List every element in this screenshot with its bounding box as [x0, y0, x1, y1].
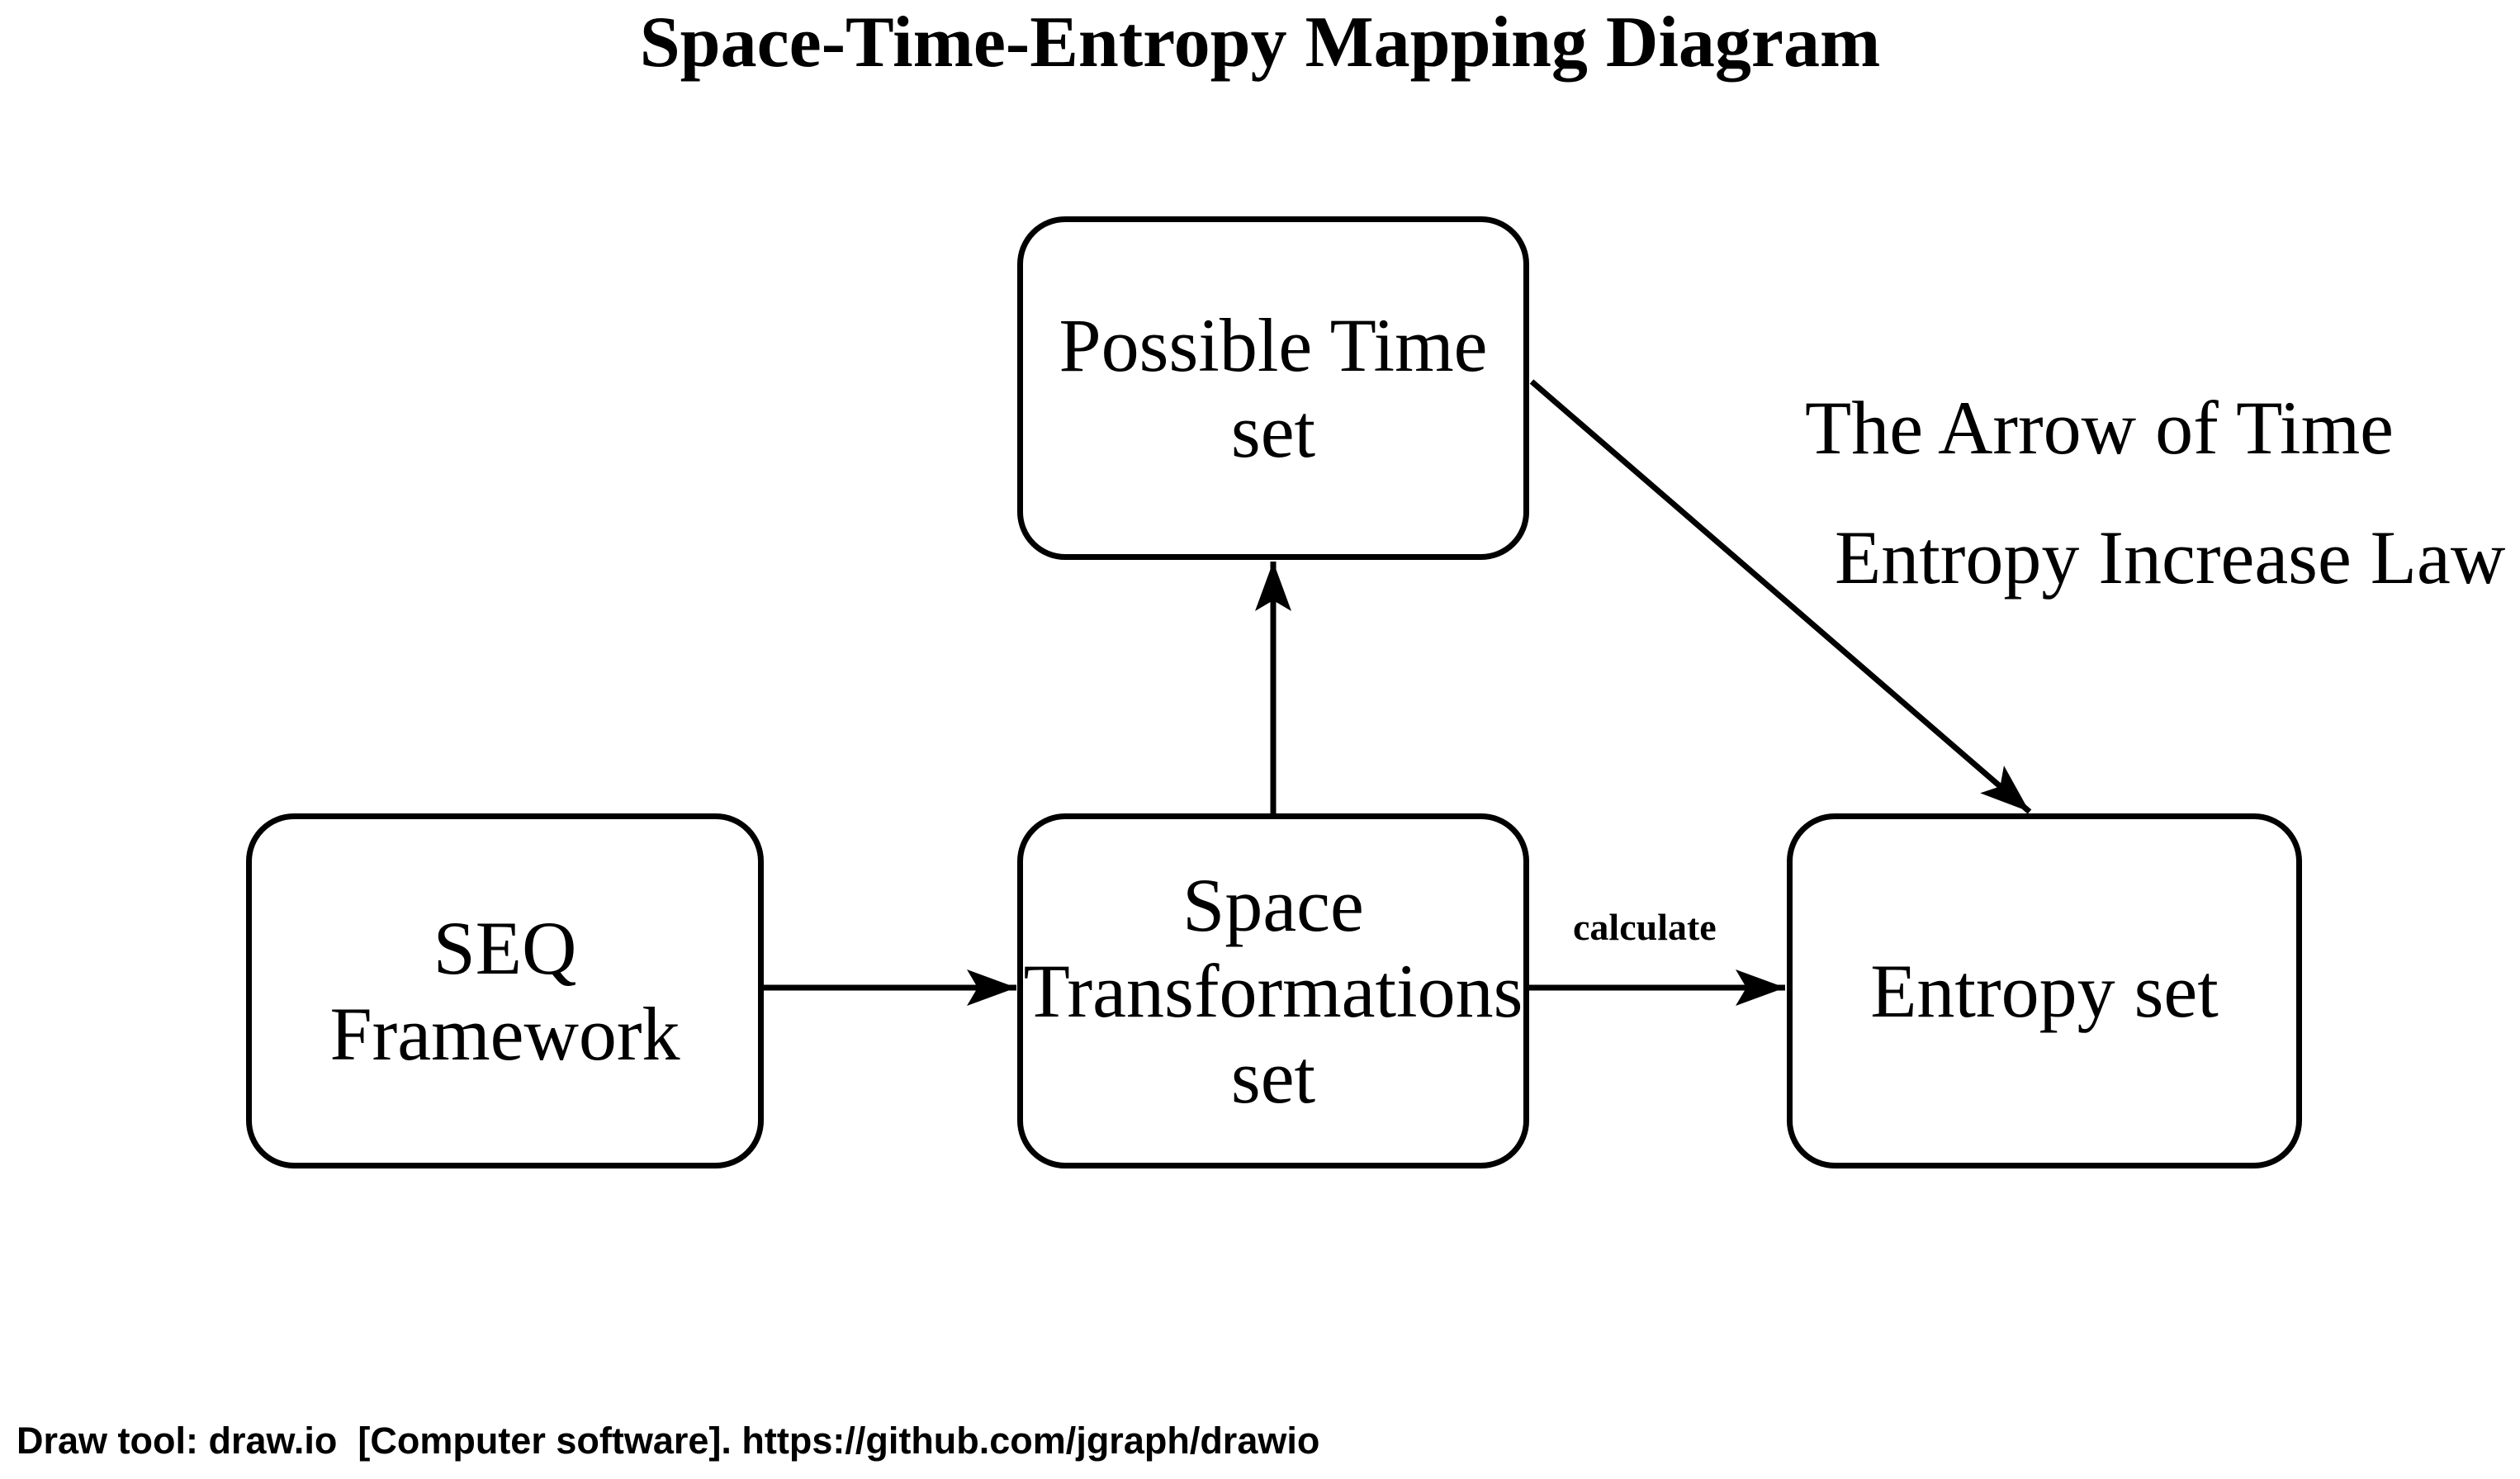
node-space-transformations-set: Space Transformations set	[1017, 813, 1529, 1169]
node-entropy-set: Entropy set	[1787, 813, 2302, 1169]
node-label-line: Entropy set	[1870, 949, 2219, 1033]
node-possible-time-set: Possible Time set	[1017, 216, 1529, 560]
node-label-line: Framework	[329, 992, 680, 1076]
node-label-line: set	[1230, 1035, 1316, 1119]
node-label-line: Possible Time	[1059, 303, 1488, 387]
node-label-line: set	[1230, 389, 1316, 473]
node-label-line: Space	[1182, 863, 1364, 947]
node-label-line: SEQ	[433, 906, 577, 990]
annotation-arrow-of-time: The Arrow of Time	[1805, 386, 2394, 470]
node-seq-framework: SEQ Framework	[246, 813, 764, 1169]
diagram-title: Space-Time-Entropy Mapping Diagram	[639, 2, 1881, 83]
footer-citation: Draw tool: draw.io [Computer software]. …	[17, 1420, 1320, 1462]
edge-label-calculate: calculate	[1573, 906, 1717, 948]
node-label-line: Transformations	[1023, 949, 1523, 1033]
annotation-entropy-increase-law: Entropy Increase Law	[1835, 515, 2506, 600]
